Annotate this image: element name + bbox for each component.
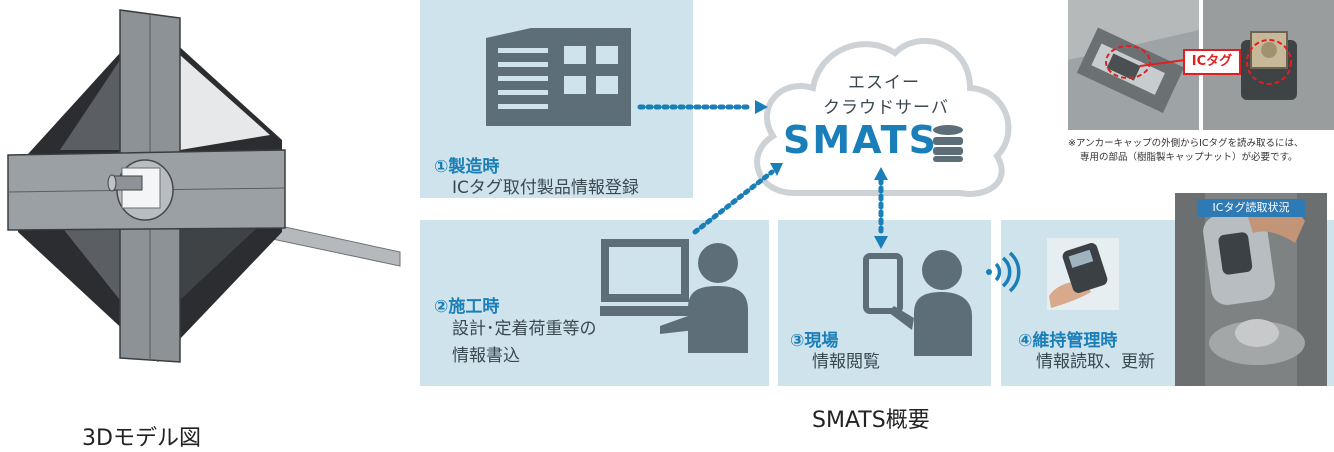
step-3-title: ③現場 [790, 331, 839, 351]
step-4-desc: 情報読取、更新 [1036, 352, 1155, 372]
ic-reading-photo: ICタグ読取状況 [1175, 193, 1327, 386]
model-caption: 3Dモデル図 [82, 426, 201, 451]
ic-tag-label: ICタグ [1183, 49, 1241, 75]
laptop-person-icon [600, 239, 748, 353]
step-2-desc-1: 設計･定着荷重等の [452, 319, 597, 339]
wireless-signal-icon [986, 251, 1021, 293]
step-4-title: ④維持管理時 [1018, 331, 1118, 351]
cloud-line-1: エスイー [848, 73, 920, 93]
step-2-desc-2: 情報書込 [452, 346, 520, 366]
3d-model-illustration [7, 9, 401, 363]
step-1-title: ①製造時 [434, 157, 500, 177]
anchor-note-line-1: ※アンカーキャップの外側からICタグを読み取るには、 [1068, 138, 1304, 149]
anchor-cap-photo-left [1068, 0, 1199, 130]
reader-device-photo [1047, 238, 1119, 310]
step-3-desc: 情報閲覧 [812, 352, 880, 372]
cloud-icon [754, 37, 1012, 197]
reading-label: ICタグ読取状況 [1197, 199, 1305, 217]
factory-icon [486, 28, 631, 126]
step-2-title: ②施工時 [434, 297, 500, 317]
cloud-line-2: クラウドサーバ [823, 98, 949, 118]
step-1-desc: ICタグ取付製品情報登録 [452, 178, 639, 198]
cloud-brand: SMATS [783, 118, 938, 162]
database-icon [933, 125, 963, 162]
overview-caption: SMATS概要 [812, 408, 930, 433]
tablet-person-icon [863, 250, 972, 356]
anchor-note-line-2: 専用の部品（樹脂製キャップナット）が必要です。 [1080, 152, 1298, 163]
